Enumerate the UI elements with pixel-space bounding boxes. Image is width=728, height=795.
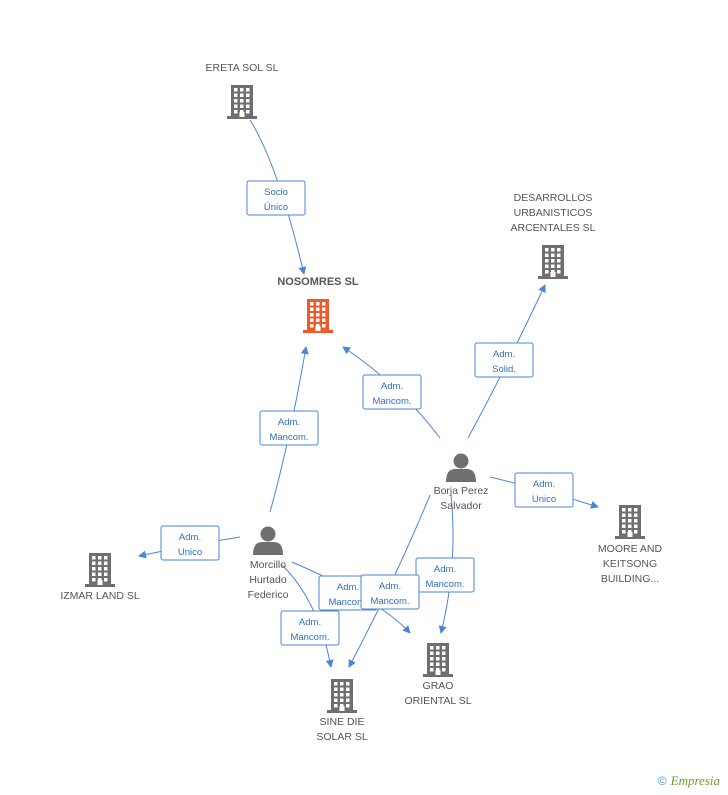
edge-label-text: Mancom. (372, 396, 411, 407)
edge-label-text: Mancom. (425, 579, 464, 590)
node-izmar[interactable]: IZMAR LAND SL (60, 553, 140, 602)
node-label-ereta-0: ERETA SOL SL (206, 62, 279, 74)
building-icon (85, 553, 115, 587)
node-moore[interactable]: MOORE AND KEITSONG BUILDING... (598, 505, 663, 585)
node-label-moore-1: KEITSONG (603, 558, 657, 570)
edge-label-box (474, 342, 534, 378)
edge-label-e2[interactable]: Adm. Mancom. (362, 374, 422, 410)
edge-label-text: Mancom. (328, 597, 367, 608)
node-label-borja-1: Salvador (440, 500, 482, 512)
edge-label-text: Adm. (299, 617, 321, 628)
node-label-nosomres-0: NOSOMRES SL (277, 276, 359, 288)
edge-label-e3[interactable]: Adm. Solid. (474, 342, 534, 378)
node-label-izmar-0: IZMAR LAND SL (60, 590, 140, 602)
node-label-morcillo-1: Hurtado (249, 574, 287, 586)
building-icon (303, 299, 333, 333)
node-sine[interactable]: SINE DIE SOLAR SL (316, 679, 368, 743)
node-nosomres[interactable]: NOSOMRES SL (277, 276, 359, 333)
node-label-grao-1: ORIENTAL SL (404, 695, 471, 707)
edge-label-text: Adm. (381, 381, 403, 392)
node-label-sine-1: SOLAR SL (316, 731, 368, 743)
edge-label-e8[interactable]: Adm. Mancom. (415, 557, 475, 593)
edge-label-text: Adm. (379, 581, 401, 592)
edge-label-text: Adm. (434, 564, 456, 575)
building-icon (327, 679, 357, 713)
node-label-moore-0: MOORE AND (598, 543, 663, 555)
edge-label-e5[interactable]: Adm. Mancom. (259, 410, 319, 446)
node-label-desarrollos-1: URBANISTICOS (514, 207, 593, 219)
edge-label-box (280, 610, 340, 646)
edge-label-text: Único (264, 202, 288, 213)
brand-logo: Empresia (670, 773, 720, 788)
edge-label-text: Solid. (492, 364, 516, 375)
edge-label-text: Unico (178, 547, 202, 558)
footer-brand: ©Empresia (658, 773, 720, 789)
node-label-morcillo-0: Morcillo (250, 559, 286, 571)
edge-label-text: Adm. (179, 532, 201, 543)
edge-label-e10[interactable]: Adm. Mancom. (280, 610, 340, 646)
edge-label-text: Adm. (278, 417, 300, 428)
edge-label-text: Adm. (337, 582, 359, 593)
edge-label-e6[interactable]: Adm. Unico (160, 525, 220, 561)
building-icon (538, 245, 568, 279)
person-icon (253, 526, 283, 555)
node-grao[interactable]: GRAO ORIENTAL SL (404, 643, 472, 707)
person-icon (446, 453, 476, 482)
edge-label-text: Socio (264, 187, 288, 198)
edge-label-text: Mancom. (290, 632, 329, 643)
edge-label-box (246, 180, 306, 216)
edge-label-text: Mancom. (370, 596, 409, 607)
edge-label-box (160, 525, 220, 561)
node-label-desarrollos-2: ARCENTALES SL (511, 222, 596, 234)
edge-label-text: Mancom. (269, 432, 308, 443)
edge-label-box (360, 574, 420, 610)
building-icon (423, 643, 453, 677)
edge-morcillo-to-sine (281, 564, 334, 668)
edge-label-box (259, 410, 319, 446)
node-label-grao-0: GRAO (423, 680, 454, 692)
edge-label-box (362, 374, 422, 410)
edge-label-box (514, 472, 574, 508)
edge-label-text: Unico (532, 494, 556, 505)
copyright-symbol: © (657, 774, 667, 788)
node-ereta[interactable]: ERETA SOL SL (206, 62, 279, 119)
node-label-desarrollos-0: DESARROLLOS (514, 192, 593, 204)
node-desarrollos[interactable]: DESARROLLOS URBANISTICOS ARCENTALES SL (511, 192, 596, 279)
node-label-moore-2: BUILDING... (601, 573, 659, 585)
edge-label-e4[interactable]: Adm. Unico (514, 472, 574, 508)
node-label-borja-0: Borja Perez (434, 485, 489, 497)
edge-label-text: Adm. (493, 349, 515, 360)
building-icon (227, 85, 257, 119)
node-label-morcillo-2: Federico (248, 589, 289, 601)
edge-label-text: Adm. (533, 479, 555, 490)
building-icon (615, 505, 645, 539)
node-label-sine-0: SINE DIE (320, 716, 365, 728)
edge-label-e9[interactable]: Adm. Mancom. (360, 574, 420, 610)
